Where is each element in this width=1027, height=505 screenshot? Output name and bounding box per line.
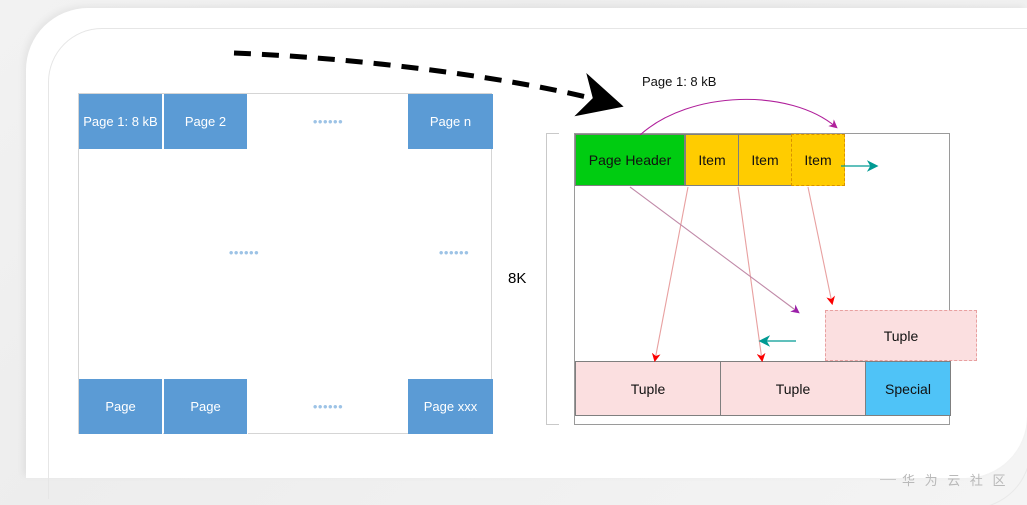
size-bracket: [546, 133, 559, 425]
segment-page-header[interactable]: Page Header: [575, 134, 685, 186]
page-cell-page-2[interactable]: Page 2: [164, 94, 248, 149]
segment-item-1[interactable]: Item: [685, 134, 739, 186]
page-cell-page-1[interactable]: Page 1: 8 kB: [79, 94, 163, 149]
page-internal-container: Page Header Item Item Item Tuple Tuple T…: [546, 133, 977, 425]
page-detail-title: Page 1: 8 kB: [642, 74, 717, 89]
watermark-dash: [880, 479, 896, 480]
ellipsis-top: ••••••: [312, 114, 344, 129]
page-cell-bottom-1[interactable]: Page: [79, 379, 163, 434]
ellipsis-middle-right: ••••••: [438, 244, 470, 260]
page-cell-bottom-2[interactable]: Page: [164, 379, 248, 434]
segment-floating-tuple[interactable]: Tuple: [825, 310, 977, 361]
ellipsis-middle-left: ••••••: [228, 244, 260, 260]
segment-item-3[interactable]: Item: [791, 134, 845, 186]
page-cell-page-n[interactable]: Page n: [408, 94, 493, 149]
page-cell-page-xxx[interactable]: Page xxx: [408, 379, 493, 434]
watermark-text: 华 为 云 社 区: [902, 473, 1009, 488]
page-box: Page Header Item Item Item Tuple Tuple T…: [574, 133, 977, 425]
watermark: 华 为 云 社 区: [880, 470, 1008, 489]
segment-tuple-1[interactable]: Tuple: [575, 361, 721, 416]
segment-item-2[interactable]: Item: [738, 134, 792, 186]
ellipsis-bottom: ••••••: [312, 399, 344, 414]
page-size-label: 8K: [508, 270, 527, 287]
segment-tuple-2[interactable]: Tuple: [720, 361, 866, 416]
page-array-container: Page 1: 8 kB Page 2 •••••• Page n ••••••…: [78, 93, 493, 434]
segment-special[interactable]: Special: [865, 361, 951, 416]
